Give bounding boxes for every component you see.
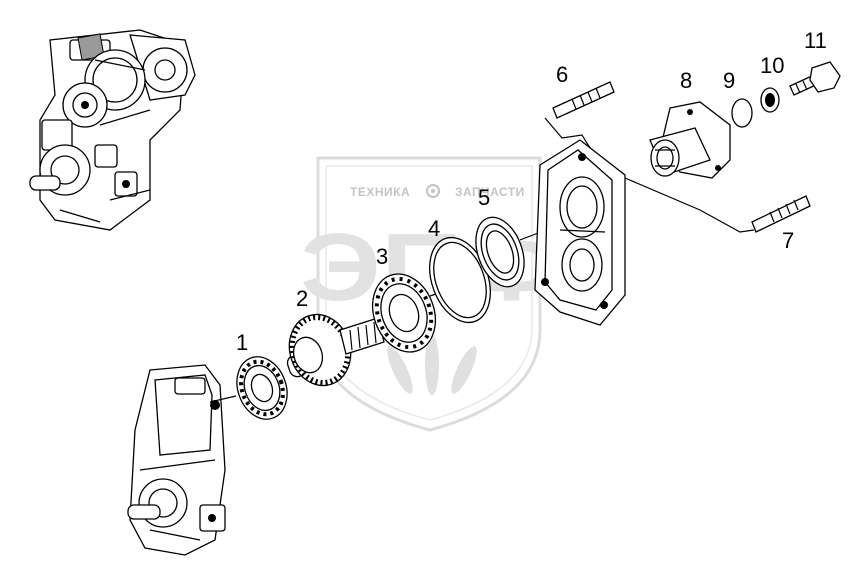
- assembled-gearbox-top-view: [29, 29, 196, 231]
- part-9-o-ring: [731, 98, 753, 128]
- watermark-text-left: ТЕХНИКА: [350, 185, 410, 199]
- callout-label-1: 1: [236, 330, 248, 355]
- part-5-seal: [475, 216, 525, 288]
- callout-label-4: 4: [428, 216, 440, 241]
- part-7-stud: [624, 177, 811, 233]
- part-8-flange: [649, 101, 731, 179]
- callout-label-9: 9: [723, 68, 735, 93]
- part-2-gear-shaft: [286, 313, 385, 387]
- watermark-wheat-icon: [387, 335, 477, 395]
- part-1-bearing: [236, 356, 288, 420]
- cover-plate: [534, 139, 626, 326]
- part-10-washer: [760, 87, 780, 113]
- gearbox-housing-bottom: [127, 364, 226, 556]
- callout-label-2: 2: [296, 286, 308, 311]
- watermark-text-right: ЗАПЧАСТИ: [455, 185, 525, 199]
- callout-label-6: 6: [556, 62, 568, 87]
- callout-label-10: 10: [760, 53, 784, 78]
- callout-label-7: 7: [782, 228, 794, 253]
- watermark-shield: ТЕХНИКА ЗАПЧАСТИ ЭПФ: [300, 156, 560, 432]
- callout-label-11: 11: [804, 28, 827, 53]
- watermark-gear-icon: [426, 184, 440, 198]
- callout-label-5: 5: [478, 185, 490, 210]
- callout-label-8: 8: [680, 68, 692, 93]
- part-6-stud: [544, 81, 615, 149]
- callout-label-3: 3: [376, 244, 388, 269]
- part-11-bolt: [789, 61, 841, 96]
- part-4-ring: [429, 236, 491, 324]
- part-3-bearing: [372, 273, 436, 353]
- callout-labels: 1 2 3 4 5 6 7 8 9 10 11: [236, 28, 827, 355]
